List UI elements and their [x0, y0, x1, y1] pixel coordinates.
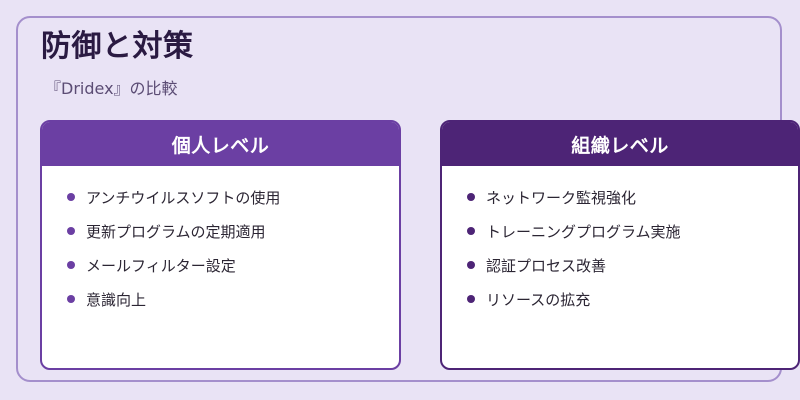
organization-level-card: 組織レベル ネットワーク監視強化 トレーニングプログラム実施 認証プロセス改善 …	[440, 120, 800, 370]
list-item-label: アンチウイルスソフトの使用	[86, 189, 281, 207]
bullet-icon	[467, 295, 475, 303]
list-item: トレーニングプログラム実施	[442, 221, 798, 255]
page-title: 防御と対策	[41, 29, 194, 64]
bullet-icon	[67, 295, 75, 303]
list-item: アンチウイルスソフトの使用	[42, 187, 399, 221]
list-item-label: リソースの拡充	[486, 291, 591, 309]
list-item-label: トレーニングプログラム実施	[486, 223, 681, 241]
bullet-icon	[67, 261, 75, 269]
list-item: メールフィルター設定	[42, 255, 399, 289]
bullet-icon	[467, 193, 475, 201]
list-item-label: ネットワーク監視強化	[486, 189, 637, 207]
list-item: 更新プログラムの定期適用	[42, 221, 399, 255]
organization-measures-list: ネットワーク監視強化 トレーニングプログラム実施 認証プロセス改善 リソースの拡…	[442, 166, 798, 323]
personal-measures-list: アンチウイルスソフトの使用 更新プログラムの定期適用 メールフィルター設定 意識…	[42, 166, 399, 323]
bullet-icon	[67, 227, 75, 235]
list-item: 認証プロセス改善	[442, 255, 798, 289]
page-subtitle: 『Dridex』の比較	[45, 79, 178, 98]
list-item: ネットワーク監視強化	[442, 187, 798, 221]
list-item-label: 更新プログラムの定期適用	[86, 223, 266, 241]
list-item-label: 認証プロセス改善	[486, 257, 607, 275]
list-item-label: メールフィルター設定	[86, 257, 236, 275]
list-item: リソースの拡充	[442, 289, 798, 323]
personal-level-header: 個人レベル	[42, 122, 399, 166]
list-item-label: 意識向上	[86, 291, 147, 309]
bullet-icon	[467, 261, 475, 269]
bullet-icon	[67, 193, 75, 201]
organization-level-header: 組織レベル	[442, 122, 798, 166]
bullet-icon	[467, 227, 475, 235]
list-item: 意識向上	[42, 289, 399, 323]
personal-level-card: 個人レベル アンチウイルスソフトの使用 更新プログラムの定期適用 メールフィルタ…	[40, 120, 401, 370]
